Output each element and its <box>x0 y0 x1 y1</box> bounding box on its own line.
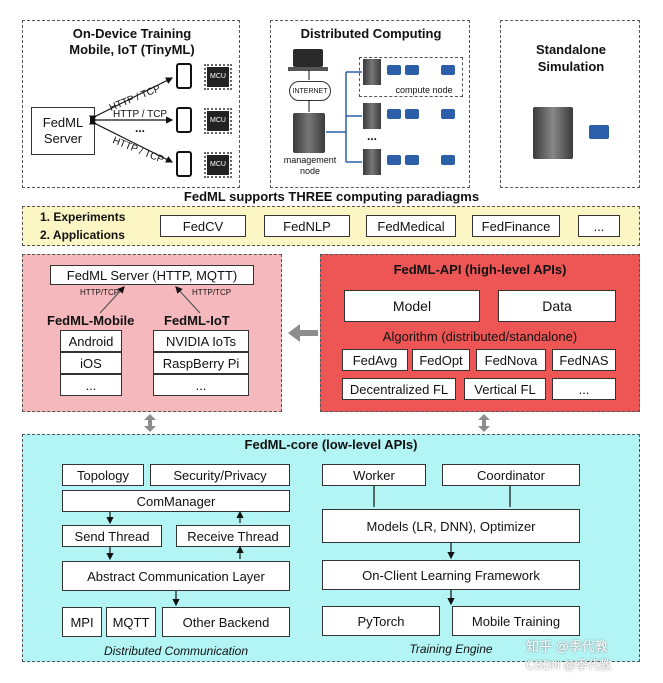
compute-node-group <box>359 57 463 97</box>
proto-label-bottom: HTTP / TCP <box>110 135 166 166</box>
app-more: ... <box>578 215 620 237</box>
engine-coordinator: Coordinator <box>442 464 580 486</box>
app-fedcv: FedCV <box>160 215 246 237</box>
api-model: Model <box>344 290 480 322</box>
gpu-card-icon <box>405 109 419 119</box>
phone-icon <box>176 63 192 89</box>
server-icon <box>533 107 573 159</box>
standalone-simulation-panel: Standalone Simulation <box>500 20 640 188</box>
internet-cloud-icon: INTERNET <box>289 81 331 101</box>
engine-pytorch: PyTorch <box>322 606 440 636</box>
phone-icon <box>176 107 192 133</box>
compute-node-label: compute node <box>395 85 453 95</box>
algo-vertical-fl: Vertical FL <box>464 378 546 400</box>
distributed-computing-panel: Distributed Computing INTERNET managemen… <box>270 20 470 188</box>
applications-label: 2. Applications <box>40 228 125 242</box>
core-security-privacy: Security/Privacy <box>150 464 290 486</box>
proto-left-label: HTTP/TCP <box>80 288 120 297</box>
gpu-card-icon <box>441 109 455 119</box>
algo-decentralized-fl: Decentralized FL <box>342 378 456 400</box>
proto-label-mid: HTTP / TCP <box>113 109 168 120</box>
gpu-card-icon <box>387 155 401 165</box>
core-send-thread: Send Thread <box>62 525 162 547</box>
training-engine-label: Training Engine <box>409 642 493 656</box>
gpu-card-icon <box>589 125 609 139</box>
mcu-chip-icon: MCU <box>204 152 232 178</box>
api-to-mobile-arrow <box>288 324 318 342</box>
engine-models-optimizer: Models (LR, DNN), Optimizer <box>322 509 580 543</box>
core-abstract-comm-layer: Abstract Communication Layer <box>62 561 290 591</box>
api-data: Data <box>498 290 616 322</box>
iot-nvidia: NVIDIA IoTs <box>153 330 249 352</box>
watermark-csdn: CSDN @季代教 <box>526 658 612 672</box>
device-ellipsis: ... <box>135 121 146 135</box>
phone-icon <box>176 151 192 177</box>
management-server-icon <box>293 113 325 153</box>
paradigms-caption: FedML supports THREE computing paradiagm… <box>183 189 480 204</box>
iot-raspberry-pi: RaspBerry Pi <box>153 352 249 374</box>
proto-right-label: HTTP/TCP <box>192 288 232 297</box>
core-topology: Topology <box>62 464 144 486</box>
on-device-training-panel: On-Device Training Mobile, IoT (TinyML) … <box>22 20 240 188</box>
mobile-ios: iOS <box>60 352 122 374</box>
backend-other: Other Backend <box>162 607 290 637</box>
engine-worker: Worker <box>322 464 426 486</box>
backend-mqtt: MQTT <box>106 607 156 637</box>
distributed-title: Distributed Computing <box>300 26 442 41</box>
mobile-android: Android <box>60 330 122 352</box>
fedml-server-box: FedML Server <box>31 107 95 155</box>
algo-fedavg: FedAvg <box>342 349 408 371</box>
fedml-core-title: FedML-core (low-level APIs) <box>244 437 418 452</box>
fedml-server-http-mqtt: FedML Server (HTTP, MQTT) <box>50 265 254 285</box>
app-fedfinance: FedFinance <box>472 215 560 237</box>
engine-mobile-training: Mobile Training <box>452 606 580 636</box>
engine-on-client-framework: On-Client Learning Framework <box>322 560 580 590</box>
mobile-more: ... <box>60 374 122 396</box>
algorithm-label: Algorithm (distributed/standalone) <box>382 329 578 344</box>
gpu-card-icon <box>387 109 401 119</box>
api-core-double-arrow <box>478 414 490 432</box>
gpu-card-icon <box>441 65 455 75</box>
distributed-communication-label: Distributed Communication <box>103 644 249 658</box>
laptop-icon <box>293 49 323 67</box>
compute-server-icon <box>363 149 381 175</box>
experiments-label: 1. Experiments <box>40 210 126 224</box>
on-device-title: On-Device Training Mobile, IoT (TinyML) <box>69 26 195 57</box>
core-commanager: ComManager <box>62 490 290 512</box>
gpu-card-icon <box>405 155 419 165</box>
mcu-chip-icon: MCU <box>204 64 232 90</box>
app-fednlp: FedNLP <box>264 215 350 237</box>
watermark-zhihu: 知乎 @季代教 <box>526 639 608 654</box>
fedml-mobile-title: FedML-Mobile <box>47 313 135 328</box>
backend-mpi: MPI <box>62 607 102 637</box>
iot-more: ... <box>153 374 249 396</box>
laptop-base <box>288 67 328 71</box>
compute-server-icon <box>363 103 381 129</box>
node-ellipsis: ... <box>367 129 378 143</box>
algo-fedopt: FedOpt <box>412 349 470 371</box>
mobile-core-double-arrow <box>144 414 156 432</box>
fedml-api-title: FedML-API (high-level APIs) <box>393 262 567 277</box>
gpu-card-icon <box>405 65 419 75</box>
gpu-card-icon <box>387 65 401 75</box>
fedml-iot-title: FedML-IoT <box>164 313 230 328</box>
algo-more: ... <box>552 378 616 400</box>
algo-fednas: FedNAS <box>552 349 616 371</box>
app-fedmedical: FedMedical <box>366 215 456 237</box>
management-node-label: management node <box>283 155 337 176</box>
standalone-title: Standalone Simulation <box>535 42 607 74</box>
compute-server-icon <box>363 59 381 85</box>
gpu-card-icon <box>441 155 455 165</box>
mcu-chip-icon: MCU <box>204 108 232 134</box>
algo-fednova: FedNova <box>476 349 546 371</box>
core-receive-thread: Receive Thread <box>176 525 290 547</box>
